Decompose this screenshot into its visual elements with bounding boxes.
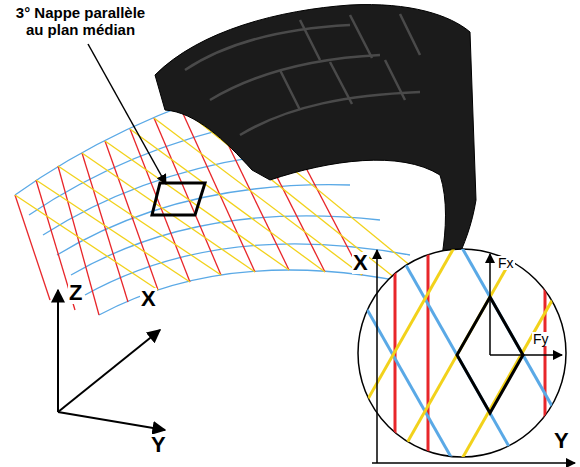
axis-label: Y bbox=[150, 434, 167, 456]
force-label: Fy bbox=[532, 332, 550, 346]
tread-grooves bbox=[185, 14, 420, 135]
inset-circle bbox=[358, 249, 566, 457]
tire-tread bbox=[155, 5, 476, 262]
axis-label: X bbox=[352, 252, 369, 274]
leader-arrow bbox=[88, 44, 166, 184]
inset-axes bbox=[372, 250, 575, 463]
inset-cords bbox=[328, 240, 580, 467]
callout-label: 3° Nappe parallèle au plan médian bbox=[8, 4, 153, 39]
axis-label: Y bbox=[553, 430, 570, 452]
force-label: Fx bbox=[497, 256, 515, 270]
axes-triad bbox=[58, 290, 165, 430]
ply-element-rhombus bbox=[152, 183, 205, 215]
axis-label: X bbox=[140, 288, 157, 310]
axis-label: Z bbox=[68, 282, 83, 304]
